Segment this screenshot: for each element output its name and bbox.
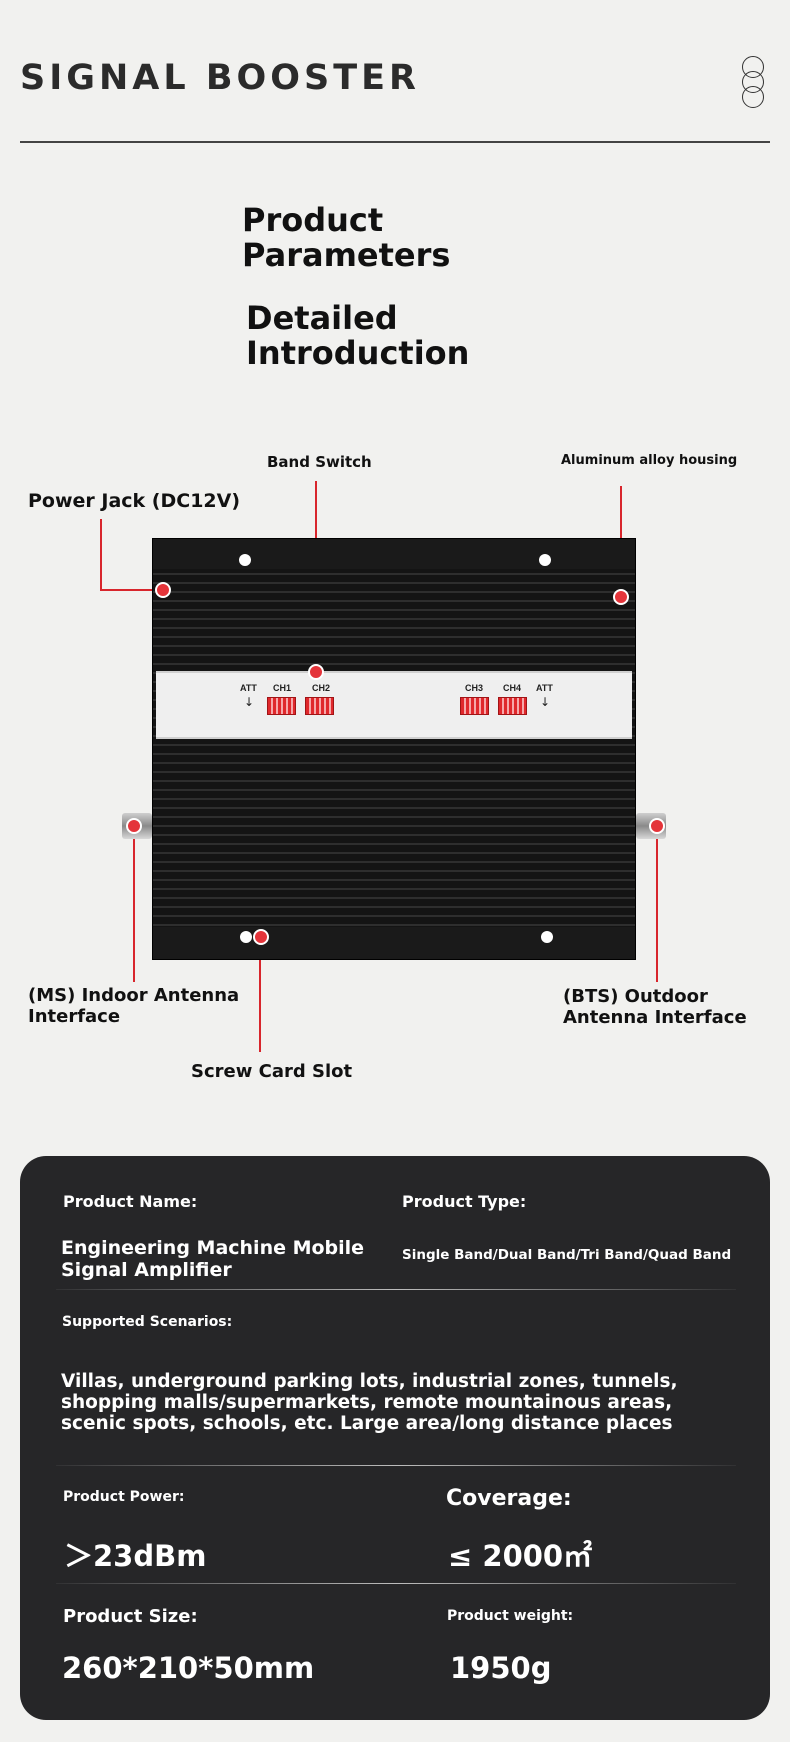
device-top-plate [153, 539, 635, 569]
heading-line: Introduction [246, 334, 470, 372]
heading-line: Parameters [242, 236, 451, 274]
header-divider [20, 141, 770, 143]
value-line: Signal Amplifier [61, 1259, 232, 1281]
indoor-antenna-callout: (MS) Indoor Antenna Interface [28, 985, 239, 1027]
power-jack-leader-h [100, 589, 164, 591]
ch3-label: CH3 [465, 683, 484, 693]
divider [56, 1465, 736, 1466]
weight-value: 1950g [450, 1651, 552, 1685]
outdoor-antenna-callout: (BTS) Outdoor Antenna Interface [563, 986, 747, 1028]
detailed-introduction-heading: Detailed Introduction [246, 301, 469, 371]
product-type-label: Product Type: [402, 1192, 527, 1211]
size-label: Product Size: [63, 1606, 198, 1627]
mount-hole [239, 554, 251, 566]
indoor-antenna-marker [126, 818, 142, 834]
mount-hole [240, 931, 252, 943]
rings-icon [742, 56, 766, 112]
ch2-dip-switch[interactable] [305, 697, 334, 715]
att-label: ATT [536, 683, 553, 693]
value-line: shopping malls/supermarkets, remote moun… [61, 1392, 673, 1413]
callout-line: (BTS) Outdoor [563, 986, 708, 1007]
power-jack-marker [155, 582, 171, 598]
heading-line: Detailed [246, 299, 398, 337]
indoor-antenna-leader [133, 826, 135, 982]
device-bottom-plate [153, 927, 635, 959]
scenarios-label: Supported Scenarios: [62, 1314, 233, 1330]
control-panel: ATT ↓ CH1 CH2 CH3 CH4 ATT ↓ [156, 671, 632, 739]
outdoor-antenna-leader [656, 826, 658, 982]
aluminum-housing-callout: Aluminum alloy housing [561, 453, 738, 468]
ch1-dip-switch[interactable] [267, 697, 296, 715]
band-switch-marker [308, 664, 324, 680]
ch2-label: CH2 [312, 683, 331, 693]
scenarios-value: Villas, underground parking lots, indust… [61, 1371, 678, 1434]
power-jack-callout: Power Jack (DC12V) [28, 490, 241, 512]
weight-label: Product weight: [447, 1608, 574, 1624]
page-title: SIGNAL BOOSTER [20, 58, 420, 98]
att-label: ATT [240, 683, 257, 693]
product-parameters-heading: Product Parameters [242, 203, 450, 273]
power-jack-leader-v [100, 519, 102, 591]
ch4-label: CH4 [503, 683, 522, 693]
ch4-dip-switch[interactable] [498, 697, 527, 715]
specs-card: Product Name: Product Type: Engineering … [20, 1156, 770, 1720]
value-line: Villas, underground parking lots, indust… [61, 1371, 678, 1392]
screw-slot-callout: Screw Card Slot [191, 1061, 353, 1082]
divider [56, 1289, 736, 1290]
value-line: scenic spots, schools, etc. Large area/l… [61, 1413, 673, 1434]
value-line: Engineering Machine Mobile [61, 1237, 365, 1259]
ch3-dip-switch[interactable] [460, 697, 489, 715]
mount-hole [539, 554, 551, 566]
outdoor-antenna-marker [649, 818, 665, 834]
product-name-label: Product Name: [63, 1192, 198, 1211]
callout-line: (MS) Indoor Antenna [28, 985, 240, 1006]
band-switch-callout: Band Switch [267, 453, 372, 471]
product-type-value: Single Band/Dual Band/Tri Band/Quad Band [402, 1247, 732, 1263]
down-arrow-icon: ↓ [540, 695, 551, 709]
size-value: 260*210*50mm [62, 1651, 315, 1685]
coverage-label: Coverage: [446, 1486, 572, 1511]
callout-line: Interface [28, 1006, 121, 1027]
power-label: Product Power: [63, 1489, 185, 1505]
coverage-value: ≤ 2000㎡ [448, 1539, 593, 1573]
callout-line: Antenna Interface [563, 1007, 747, 1028]
screw-slot-marker [253, 929, 269, 945]
ch1-label: CH1 [273, 683, 292, 693]
signal-booster-device: ATT ↓ CH1 CH2 CH3 CH4 ATT ↓ [152, 538, 636, 960]
divider [56, 1583, 736, 1584]
heading-line: Product [242, 201, 384, 239]
mount-hole [541, 931, 553, 943]
down-arrow-icon: ↓ [244, 695, 255, 709]
product-name-value: Engineering Machine Mobile Signal Amplif… [61, 1237, 364, 1281]
housing-marker [613, 589, 629, 605]
power-value: ＞23dBm [64, 1539, 207, 1573]
screw-slot-leader [259, 936, 261, 1052]
